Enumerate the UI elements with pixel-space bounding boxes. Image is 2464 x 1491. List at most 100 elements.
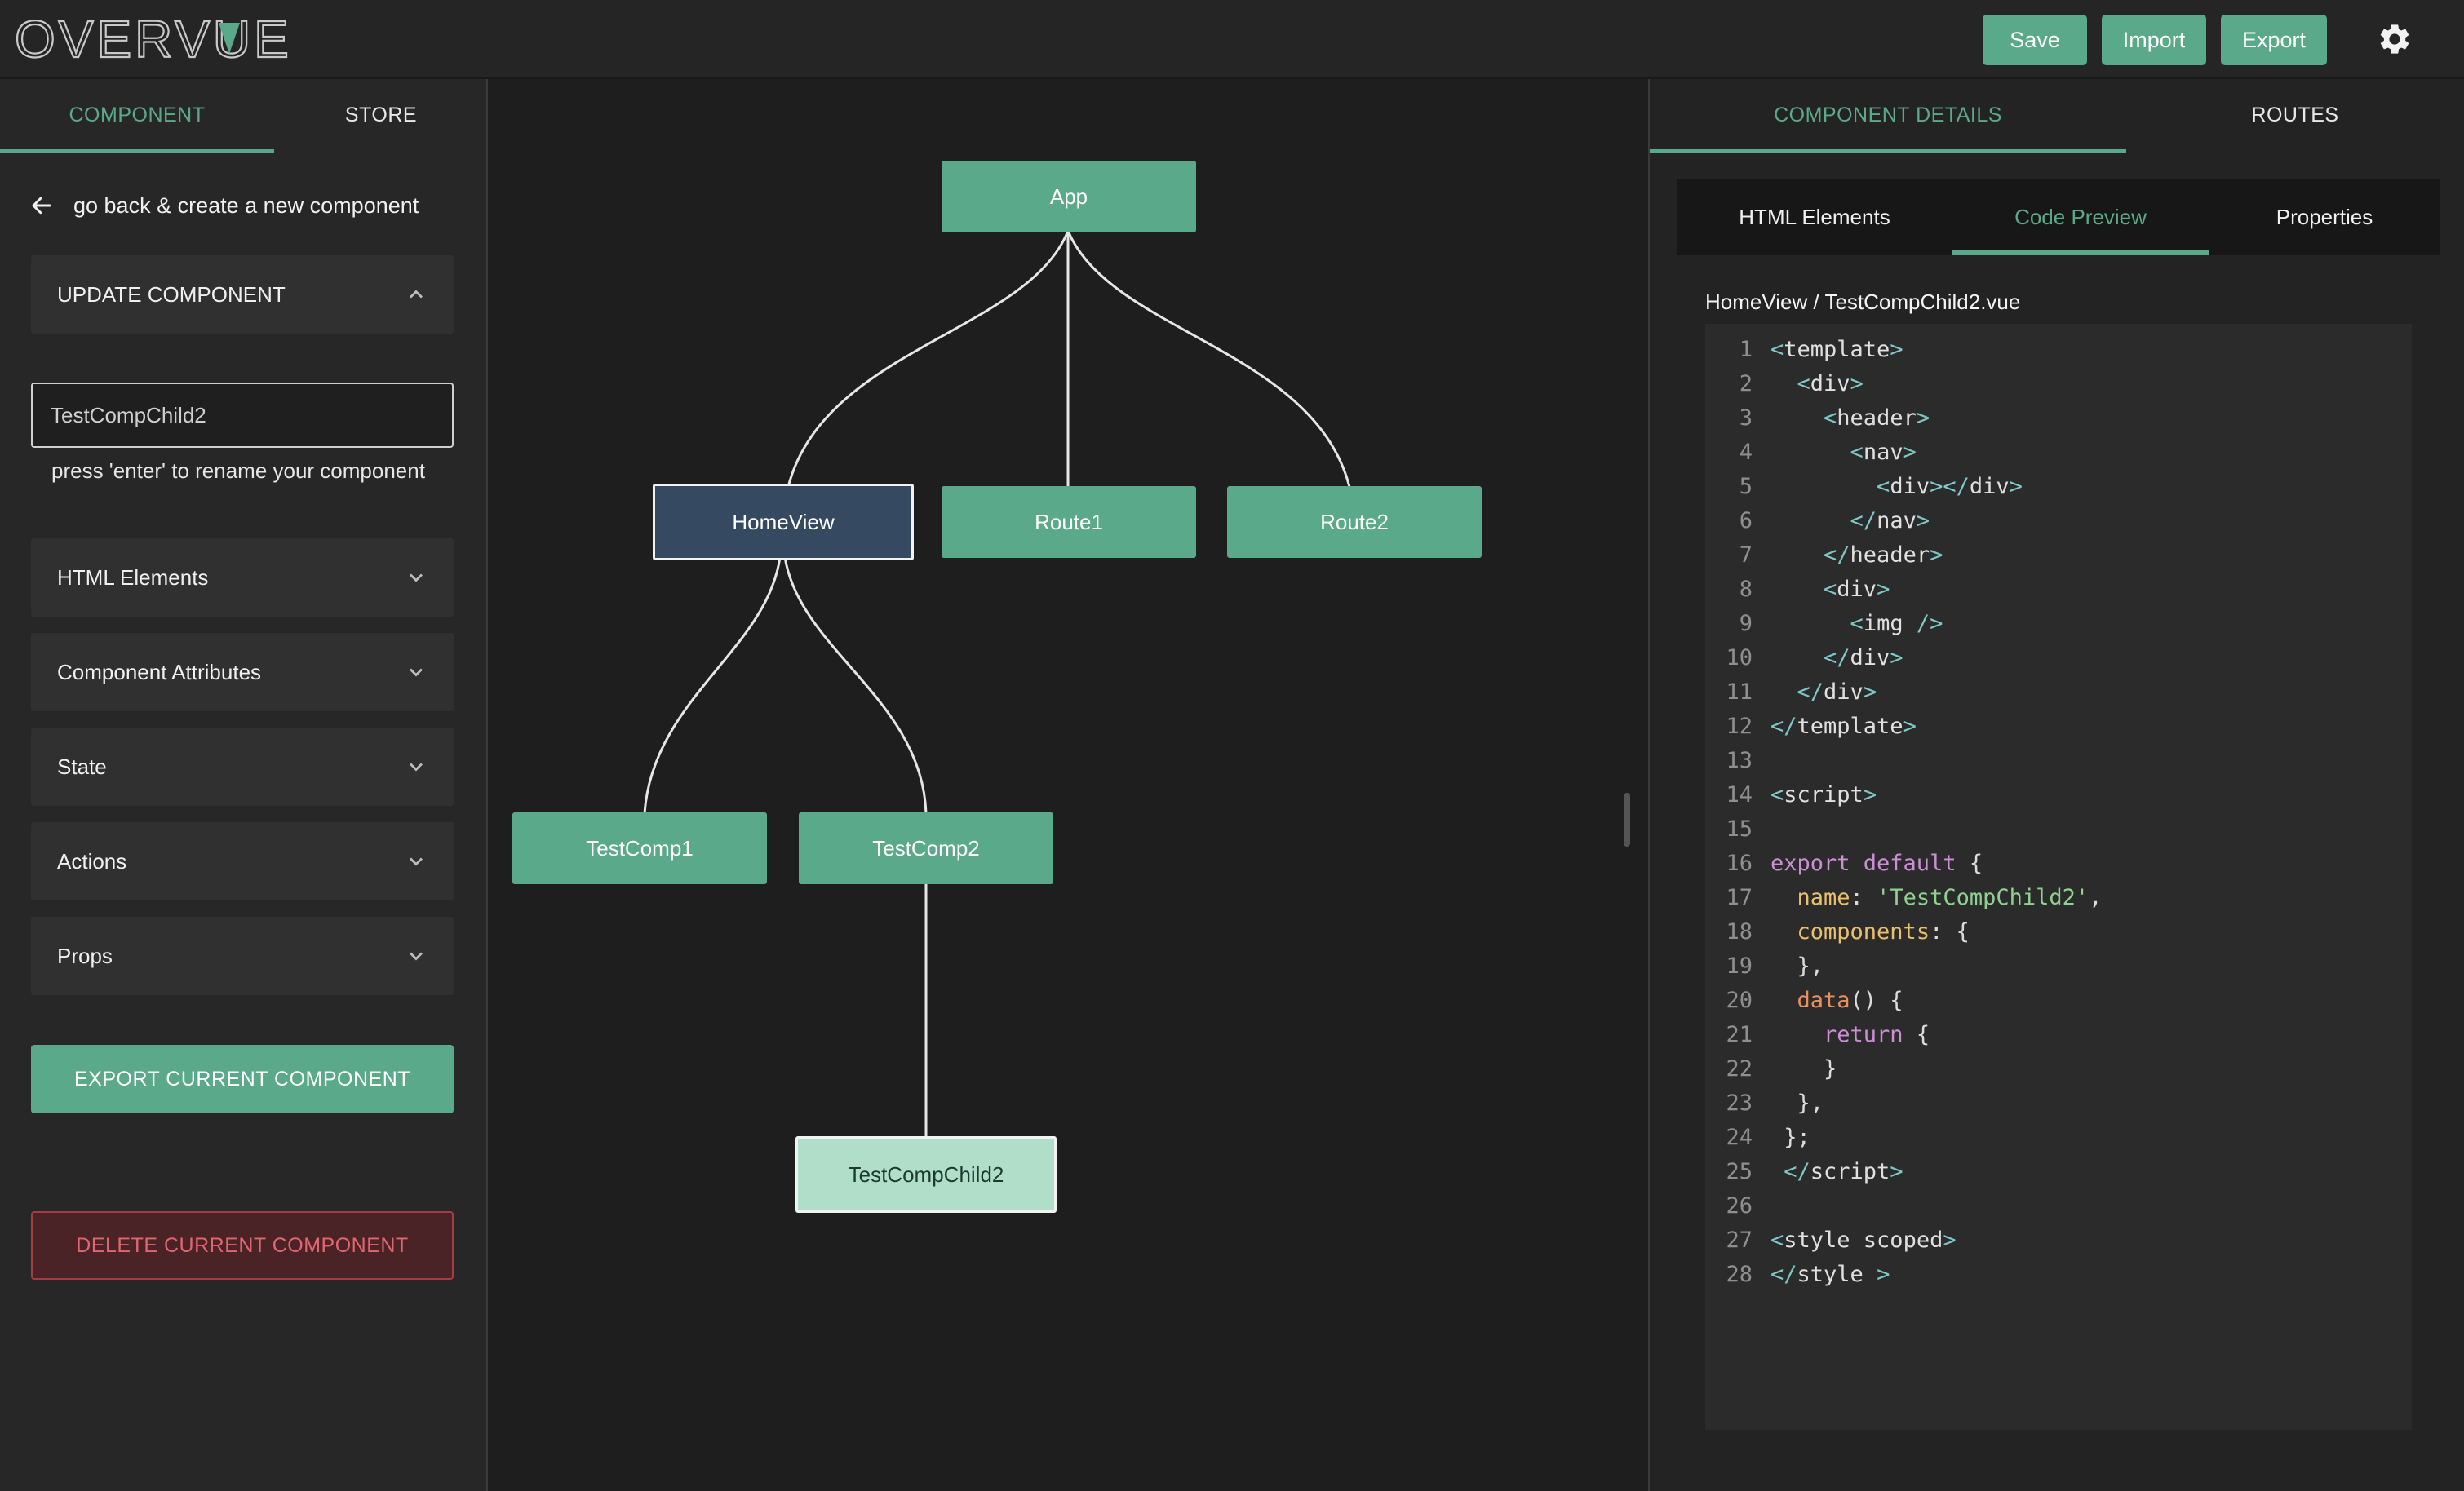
update-component-header[interactable]: UPDATE COMPONENT [31,255,454,334]
tree-node-testcomp2[interactable]: TestComp2 [799,812,1053,884]
section-component-attributes[interactable]: Component Attributes [31,633,454,711]
code-token: nav [1877,507,1917,533]
code-token: return [1824,1021,1903,1047]
code-token: export default [1770,850,1970,876]
component-tree-canvas[interactable]: App HomeView Route1 Route2 TestComp1 Tes… [490,79,1648,1491]
panel-resize-handle[interactable] [1624,793,1630,847]
subtab-underline [1952,250,2209,255]
code-line: 13 [1705,743,2412,777]
code-token: > [1903,713,1917,739]
section-label: State [57,754,107,779]
tab-component[interactable]: COMPONENT [69,103,206,126]
code-line: 27<style scoped> [1705,1223,2412,1257]
line-number: 14 [1726,781,1753,807]
section-actions[interactable]: Actions [31,822,454,900]
component-name-input[interactable] [31,383,454,448]
section-label: HTML Elements [57,564,209,590]
subtab-html-elements[interactable]: HTML Elements [1739,204,1890,229]
code-token: name [1797,884,1850,910]
code-token: div [1810,370,1850,396]
code-line: 7 </header> [1705,538,2412,572]
code-line: 3 <header> [1705,400,2412,435]
tab-routes[interactable]: ROUTES [2251,103,2339,126]
code-token: </ [1824,542,1850,568]
code-token [1770,405,1824,431]
line-number: 26 [1726,1192,1753,1219]
code-token: { [1969,850,1983,876]
line-number: 17 [1726,884,1753,910]
code-token: ></ [1930,473,1970,499]
tree-node-testcompchild2[interactable]: TestCompChild2 [795,1136,1057,1213]
chevron-down-icon [410,952,423,961]
code-token: header [1850,542,1930,568]
save-button[interactable]: Save [1983,15,2087,65]
section-state[interactable]: State [31,728,454,806]
subtab-code-preview[interactable]: Code Preview [2014,204,2147,229]
code-line: 22 } [1705,1051,2412,1086]
code-token: template [1797,713,1903,739]
section-label: Props [57,943,113,968]
back-label: go back & create a new component [73,192,419,218]
section-props[interactable]: Props [31,917,454,995]
tab-underline [0,149,274,153]
tree-node-route1[interactable]: Route1 [942,486,1196,558]
code-line: 15 [1705,812,2412,846]
line-number: 15 [1726,816,1753,842]
line-number: 12 [1726,713,1753,739]
code-line: 26 [1705,1188,2412,1223]
line-number: 25 [1726,1158,1753,1184]
chevron-down-icon [410,857,423,866]
code-token [1770,645,1824,670]
export-button[interactable]: Export [2221,15,2327,65]
gear-icon[interactable] [2377,21,2413,57]
code-token: </ [1784,1158,1810,1184]
tab-store[interactable]: STORE [344,103,418,126]
code-token: </ [1824,644,1850,670]
line-number: 18 [1726,918,1753,945]
code-token: < [1850,610,1864,636]
line-number: 2 [1739,370,1753,396]
code-token: }, [1770,1090,1824,1116]
code-token [1770,611,1850,636]
update-component-label: UPDATE COMPONENT [57,281,286,307]
code-token: < [1824,405,1837,431]
tree-node-app[interactable]: App [942,161,1196,232]
code-line: 20 data() { [1705,983,2412,1017]
code-token: div [1850,644,1890,670]
code-token: > [1943,1227,1957,1253]
export-current-component-button[interactable]: EXPORT CURRENT COMPONENT [31,1045,454,1113]
code-preview: 1<template>2 <div>3 <header>4 <nav>5 <di… [1705,324,2412,1430]
code-token: </ [1770,1261,1797,1287]
subtab-properties[interactable]: Properties [2276,204,2373,229]
logo-text: OVERVUE [15,11,292,65]
tree-edges [643,230,1351,1136]
code-token [1770,508,1850,533]
tree-node-route2[interactable]: Route2 [1227,486,1482,558]
tree-node-testcomp1[interactable]: TestComp1 [512,812,767,884]
code-token: /> [1916,610,1943,636]
tab-component-details[interactable]: COMPONENT DETAILS [1774,103,2002,126]
code-token: < [1850,439,1864,465]
line-number: 7 [1739,542,1753,568]
back-link[interactable]: go back & create a new component [29,185,419,226]
code-line: 8 <div> [1705,572,2412,606]
import-button[interactable]: Import [2102,15,2206,65]
code-token: </ [1770,713,1797,739]
line-number: 19 [1726,953,1753,979]
code-token [1770,1159,1784,1184]
line-number: 24 [1726,1124,1753,1150]
code-token: < [1824,576,1837,602]
code-token [1770,679,1797,705]
code-token: > [1890,1158,1903,1184]
tree-node-homeview[interactable]: HomeView [653,484,914,560]
code-token: </ [1850,507,1877,533]
rename-hint: press 'enter' to rename your component [51,458,425,483]
code-token: script [1784,781,1864,807]
delete-current-component-button[interactable]: DELETE CURRENT COMPONENT [31,1211,454,1280]
line-number: 1 [1739,336,1753,362]
code-line: 14<script> [1705,777,2412,812]
code-token: }, [1770,953,1824,979]
section-html-elements[interactable]: HTML Elements [31,538,454,617]
code-token: > [1890,644,1903,670]
code-token: > [1890,336,1903,362]
